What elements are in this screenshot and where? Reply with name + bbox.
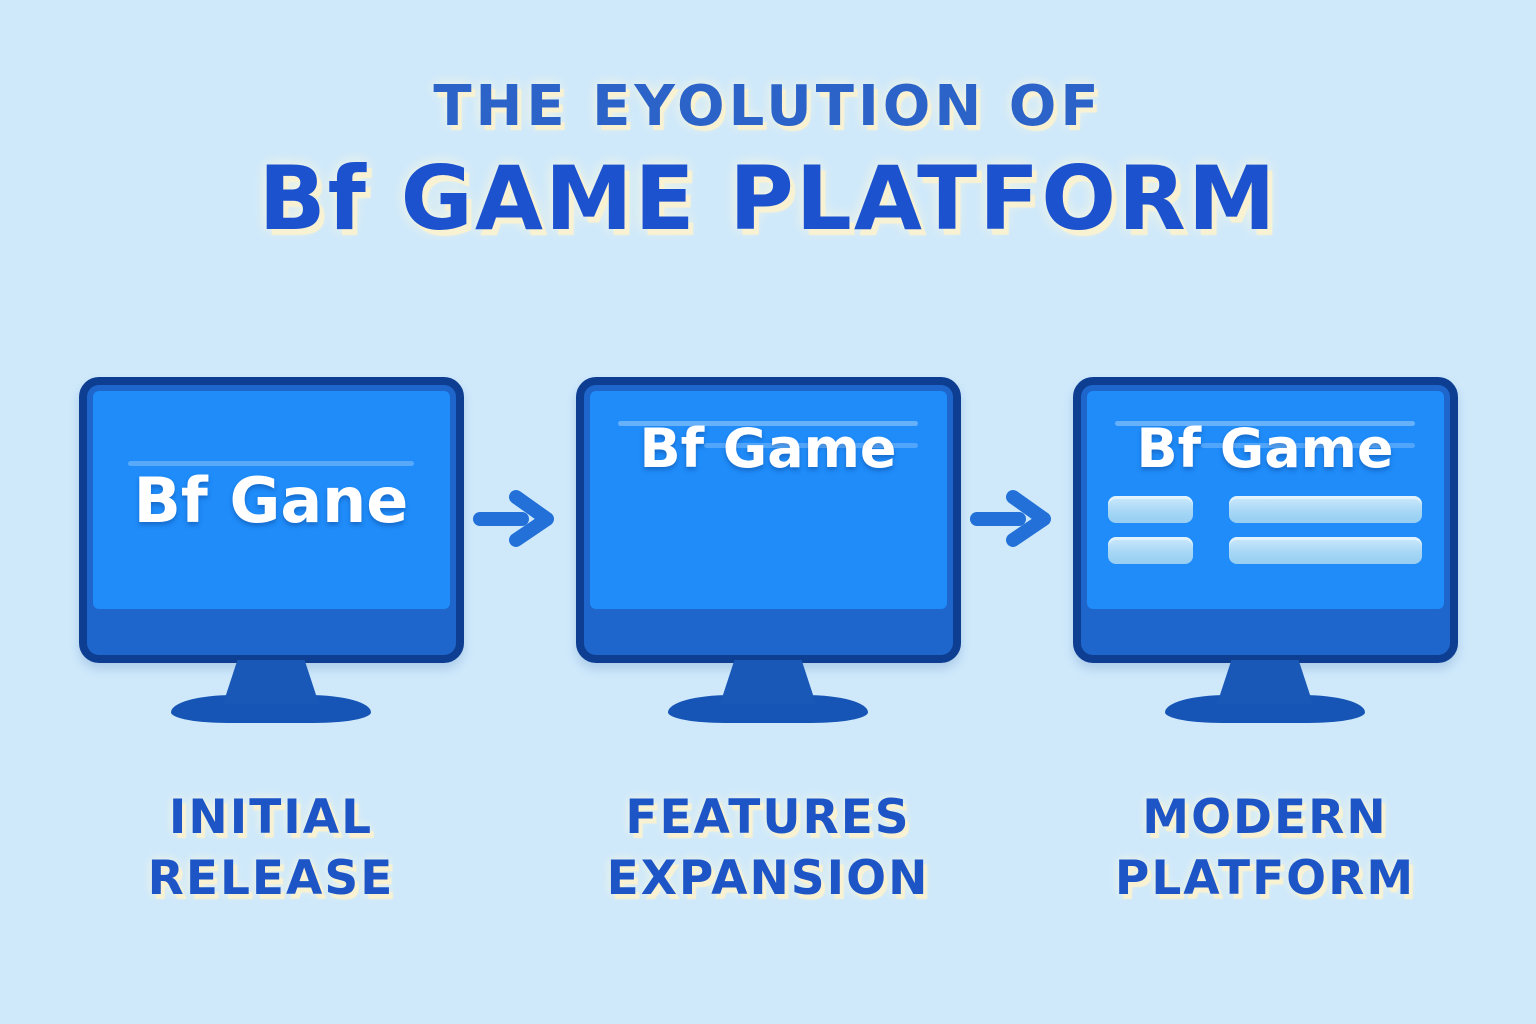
stage-label-line1: FEATURES	[625, 790, 911, 845]
stage-label-line2: RELEASE	[147, 851, 395, 907]
right-arrow-icon	[472, 490, 554, 547]
monitor-stand-neck	[720, 660, 816, 704]
screen-logo-text: Bf Game	[639, 417, 897, 480]
stage-label-line1: INITIAL	[168, 790, 374, 845]
screen-highlight-streak	[703, 443, 918, 448]
right-arrow-icon	[969, 490, 1051, 547]
monitor-stand-neck	[223, 660, 319, 704]
monitor-screen: Bf Game	[1086, 391, 1444, 609]
stage-modern-platform: Bf Game	[1072, 377, 1458, 909]
arrow-cell-1	[464, 483, 576, 553]
screen-highlight-streak	[618, 421, 918, 426]
content-bar	[1107, 496, 1193, 523]
monitor-stand-neck	[1217, 660, 1313, 704]
screen-highlight-streak	[1200, 443, 1415, 448]
content-grid-row	[1107, 496, 1423, 523]
stages-row: Bf Gane INITIAL RELEASE	[0, 377, 1536, 909]
monitor-illustration-modern: Bf Game	[1072, 377, 1458, 723]
stage-label-initial-release: INITIAL RELEASE	[148, 787, 395, 909]
stage-label-line1: MODERN	[1142, 790, 1388, 845]
monitor-frame: Bf Game	[1072, 377, 1458, 663]
screen-logo-text: Bf Game	[1136, 417, 1394, 480]
page-title: Bf GAME PLATFORM	[258, 147, 1278, 250]
arrow-cell-2	[961, 483, 1073, 553]
screen-content-grid	[1107, 496, 1423, 564]
content-grid-row	[1107, 537, 1423, 564]
monitor-screen: Bf Game	[589, 391, 947, 609]
screen-highlight-streak	[1115, 421, 1415, 426]
title-line1: THE EYOLUTION OF	[433, 74, 1103, 139]
screen-content-bars	[611, 498, 925, 507]
stage-features-expansion: Bf Game FEATURES EXPANSION	[575, 377, 961, 909]
screen-logo-text: Bf Gane	[133, 463, 409, 537]
monitor-illustration-initial: Bf Gane	[78, 377, 464, 723]
content-bar	[1107, 537, 1193, 564]
stage-label-modern-platform: MODERN PLATFORM	[1115, 787, 1415, 909]
monitor-frame: Bf Gane	[78, 377, 464, 663]
stage-label-line2: EXPANSION	[606, 851, 930, 907]
monitor-illustration-features: Bf Game	[575, 377, 961, 723]
monitor-frame: Bf Game	[575, 377, 961, 663]
stage-initial-release: Bf Gane INITIAL RELEASE	[78, 377, 464, 909]
screen-highlight-streak	[128, 461, 414, 466]
content-bar	[1228, 537, 1423, 564]
stage-label-line2: PLATFORM	[1114, 851, 1416, 907]
title-block: THE EYOLUTION OF Bf GAME PLATFORM	[0, 74, 1536, 250]
stage-label-features-expansion: FEATURES EXPANSION	[607, 787, 930, 909]
monitor-screen: Bf Gane	[92, 391, 450, 609]
content-bar	[1228, 496, 1423, 523]
